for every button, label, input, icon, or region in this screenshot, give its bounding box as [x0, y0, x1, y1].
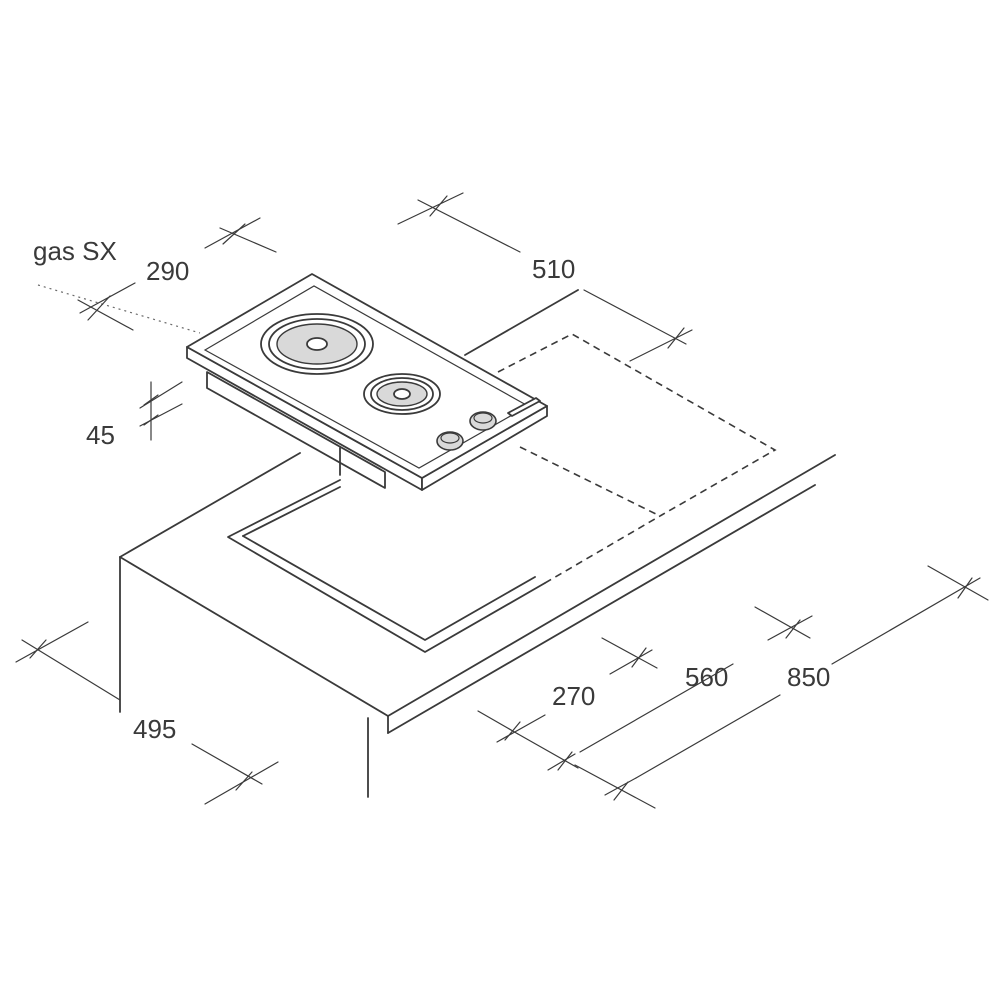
worktop: [119, 289, 836, 798]
dim-560-lines: [517, 606, 813, 771]
dim-290-label: 290: [146, 256, 189, 286]
model-label: gas SX: [33, 236, 117, 266]
dim-270-lines: [477, 637, 658, 743]
control-knob-right: [469, 411, 497, 431]
ignition-badge: [507, 397, 541, 417]
worktop-cutout: [227, 479, 661, 653]
dim-45-lines: [139, 381, 183, 441]
dim-850-lines: [574, 565, 989, 809]
dim-560-label: 560: [685, 662, 728, 692]
dim-45-label: 45: [86, 420, 115, 450]
dim-290-lines: [77, 217, 277, 331]
dim-510-label: 510: [532, 254, 575, 284]
gas-hob: [186, 273, 548, 491]
control-knob-left: [436, 431, 464, 451]
dim-495-lines: [15, 621, 279, 805]
dim-495-label: 495: [133, 714, 176, 744]
model-leader-line: [37, 284, 201, 334]
dim-510-lines: [397, 192, 693, 362]
dim-850-label: 850: [787, 662, 830, 692]
large-burner: [260, 313, 374, 375]
small-burner: [363, 373, 441, 415]
dim-270-label: 270: [552, 681, 595, 711]
hob-placement-outline: [497, 333, 777, 517]
